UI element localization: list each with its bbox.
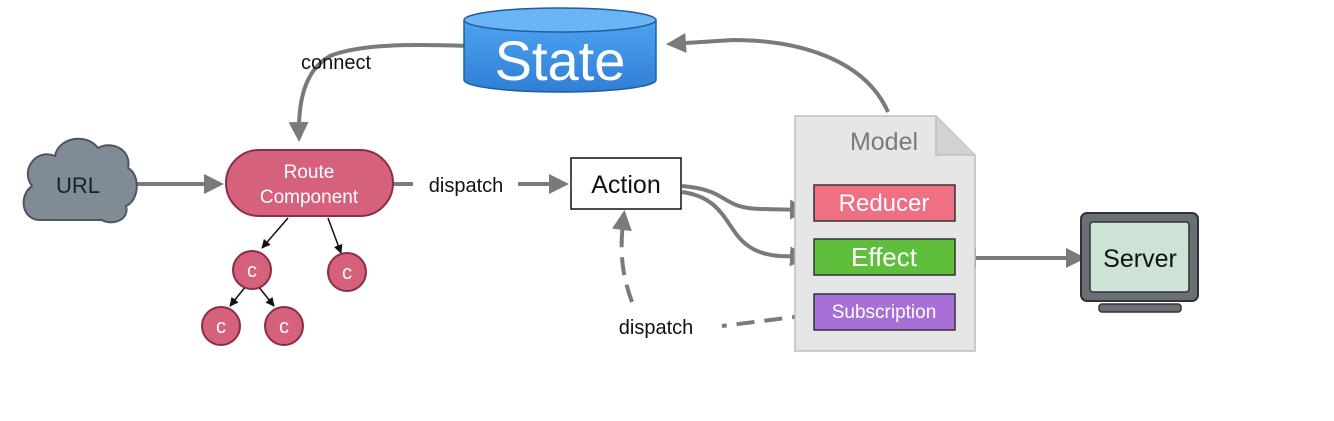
reducer-box: Reducer [813,184,956,222]
route-component-node: Route Component [225,149,394,217]
server-stand [1098,303,1182,313]
child-component: c [232,250,272,290]
action-to-effect-arrow [681,190,810,267]
action-node: Action [570,157,682,210]
server-monitor: Server [1080,212,1199,313]
connect-label: connect [301,52,371,74]
model-document: Model Reducer Effect Subscription [794,115,976,352]
dispatch-label-subscription: dispatch [619,317,694,339]
child-component: c [201,306,241,346]
url-label: URL [56,173,100,198]
subscription-box: Subscription [813,293,956,331]
dispatch-to-action-dashed-arrow [612,210,634,303]
child-label: c [247,260,257,282]
effect-box: Effect [813,238,956,276]
child-component: c [264,306,304,346]
child-to-child-arrow [257,285,275,307]
effect-label: Effect [851,242,918,272]
state-label: State [495,29,626,92]
route-to-child-arrow [261,217,289,249]
route-label-line2: Component [260,187,359,208]
model-to-state-arrow [666,33,890,113]
connect-arrow [288,43,469,142]
dispatch-label-route: dispatch [429,175,504,197]
model-label: Model [850,128,918,156]
child-label: c [216,316,226,338]
route-label-line1: Route [284,162,335,183]
action-to-reducer-arrow [681,184,810,220]
subscription-label: Subscription [832,302,937,323]
action-label: Action [591,171,660,199]
url-cloud: URL [22,137,138,224]
route-to-child-arrow [327,217,343,254]
reducer-label: Reducer [839,190,930,217]
child-label: c [342,262,352,284]
child-component: c [327,252,367,292]
server-label: Server [1103,245,1177,273]
state-store: State [463,7,657,93]
child-label: c [279,316,289,338]
child-to-child-arrow [229,285,247,307]
